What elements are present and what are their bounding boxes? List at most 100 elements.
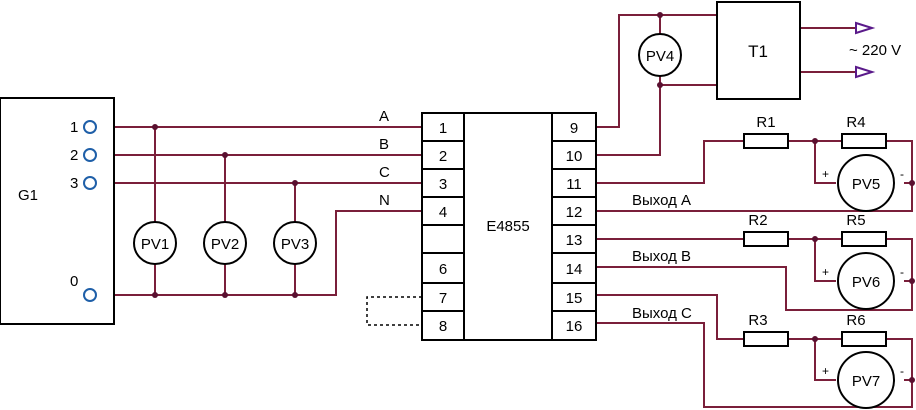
terminal-label-1: 1 [70,119,78,136]
resistor-r5-label: R5 [846,212,865,229]
wire-pv5-plus [814,141,836,184]
voltmeter-pv5-label: PV5 [852,176,880,193]
line-label-n: N [379,192,390,209]
voltmeter-pv6-body [837,252,895,310]
line-label-b: B [379,136,389,153]
resistors [743,133,887,347]
chip-pin-16: 16 [566,318,583,335]
voltmeter-pv7-body [837,351,895,409]
terminal-2[interactable] [83,148,97,162]
chip-pin-2: 2 [439,148,447,165]
pv7-plus-mark: + [822,364,829,378]
junction-node [152,292,158,298]
chip-pin-3: 3 [439,176,447,193]
resistor-r1 [743,133,789,149]
wire-pin15 [596,294,744,340]
transformer-body [716,1,801,100]
junction-nodes [152,12,915,383]
resistor-r4-label: R4 [846,114,865,131]
resistor-r2 [743,231,789,247]
voltmeter-pv2: PV2 [203,221,247,265]
voltmeter-pv4: PV4 [638,33,682,77]
line-label-a: A [379,108,389,125]
pv5-plus-mark: + [822,167,829,181]
chip-pin-4: 4 [439,204,447,221]
chip-pin-6: 6 [439,261,447,278]
resistor-r3 [743,331,789,347]
voltmeter-pv6: PV6 [837,252,895,310]
voltmeter-pv4-label: PV4 [646,48,674,65]
junction-node [909,278,915,284]
line-label-c: C [379,164,390,181]
terminal-1[interactable] [83,120,97,134]
voltmeter-pv7-label: PV7 [852,373,880,390]
chip-pin-14: 14 [566,261,583,278]
resistor-r6-label: R6 [846,312,865,329]
output-a-label: Выход A [632,192,691,209]
junction-node [292,292,298,298]
terminal-3[interactable] [83,176,97,190]
wire-pin11 [596,140,744,184]
wire-pv7-plus [814,339,836,381]
wire-neutral [96,210,422,296]
wire-pin16 [596,322,913,408]
terminal-label-0: 0 [70,273,78,290]
junction-node [292,180,298,186]
terminal-0[interactable] [83,288,97,302]
voltmeter-pv1: PV1 [133,221,177,265]
voltmeter-pv2-body [203,221,247,265]
generator-label: G1 [18,187,38,204]
generator-g1: G1 1 2 3 0 [0,97,115,325]
voltmeter-pv6-label: PV6 [852,274,880,291]
wire-pin14 [596,266,913,311]
chip-body [463,112,553,341]
pv6-minus-mark: - [900,265,904,279]
terminal-label-3: 3 [70,175,78,192]
chip-pin-12: 12 [566,204,583,221]
voltmeter-pv1-label: PV1 [141,236,169,253]
pv6-plus-mark: + [822,265,829,279]
supply-voltage-label: ~ 220 V [849,42,901,59]
transformer-t1: T1 [716,1,801,100]
resistor-r5 [841,231,887,247]
jumper-7-8 [366,296,422,326]
chip-right-pin-column [551,112,597,341]
wire-r5-out [886,238,913,282]
pv7-minus-mark: - [900,364,904,378]
voltmeter-pv5: PV5 [837,154,895,212]
chip-pin-9: 9 [570,120,578,137]
chip-pin-7: 7 [439,290,447,307]
voltmeter-pv4-body [638,33,682,77]
junction-node [657,82,663,88]
arrow-icon [855,65,876,79]
junction-node [812,138,818,144]
junction-node [657,12,663,18]
junction-node [909,180,915,186]
voltmeter-pv3-label: PV3 [281,236,309,253]
chip-pin-13: 13 [566,232,583,249]
chip-pin-10: 10 [566,148,583,165]
chip-name: E4855 [486,218,529,235]
wire-pv6-plus [814,239,836,282]
transformer-label: T1 [748,42,768,61]
junction-node [812,336,818,342]
voltmeter-pv5-body [837,154,895,212]
resistor-r4 [841,133,887,149]
voltmeter-pv3-body [273,221,317,265]
resistor-r3-label: R3 [748,312,767,329]
wire-pin10 [596,84,717,156]
output-c-label: Выход C [632,305,692,322]
voltmeter-pv1-body [133,221,177,265]
junction-node [812,236,818,242]
resistor-r6 [841,331,887,347]
wire-r4-out [886,140,913,184]
chip-pin-15: 15 [566,290,583,307]
junction-node [222,152,228,158]
wire-r6-out [886,338,913,381]
wire-pin12 [596,183,913,212]
junction-node [152,124,158,130]
voltmeter-pv3: PV3 [273,221,317,265]
resistor-r1-label: R1 [756,114,775,131]
junction-node [222,292,228,298]
